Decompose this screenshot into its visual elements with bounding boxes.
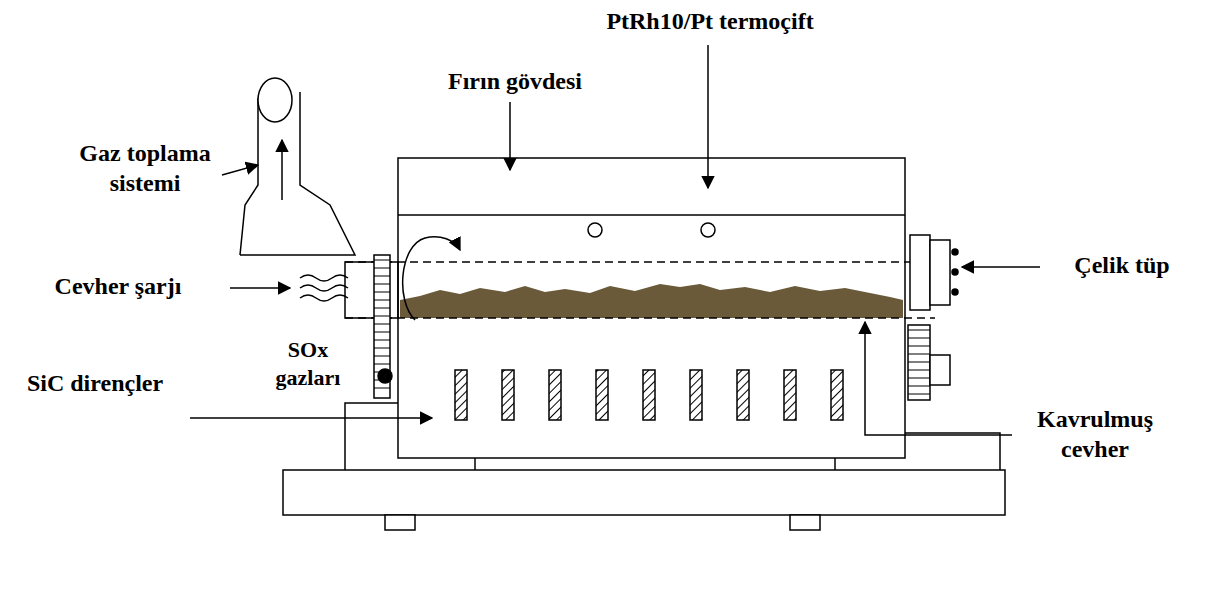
sic-heater xyxy=(502,370,514,420)
sox-label: SOx gazları xyxy=(258,336,358,391)
heater-label: SiC dirençler xyxy=(20,368,170,398)
sic-heater xyxy=(643,370,655,420)
gas-system-label: Gaz toplama sistemi xyxy=(60,138,230,198)
thermocouple-label: PtRh10/Pt termoçift xyxy=(540,6,880,36)
sic-heater xyxy=(737,370,749,420)
tube-label: Çelik tüp xyxy=(1042,250,1202,280)
sic-heater xyxy=(455,370,467,420)
roasted-ore xyxy=(400,284,903,318)
furnace-body xyxy=(398,158,905,458)
sic-heater xyxy=(596,370,608,420)
sic-heater xyxy=(549,370,561,420)
roasted-ore-label: Kavrulmuş cevher xyxy=(1015,404,1175,464)
body-label: Fırın gövdesi xyxy=(430,66,600,96)
sic-heater xyxy=(690,370,702,420)
sic-heater xyxy=(831,370,843,420)
sic-heater xyxy=(784,370,796,420)
base-plate xyxy=(283,470,1005,515)
charge-label: Cevher şarjı xyxy=(8,271,228,301)
